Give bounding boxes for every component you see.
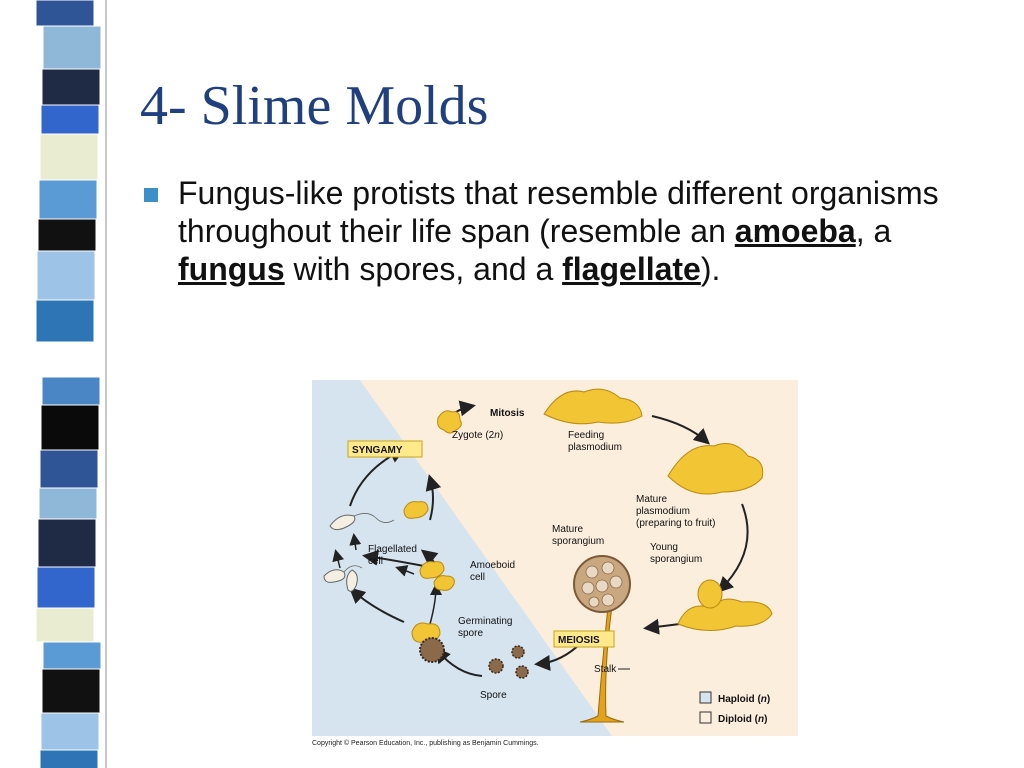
term-flagellate: flagellate <box>562 251 701 287</box>
legend-haploid: Haploid (n) <box>718 694 770 705</box>
term-amoeba: amoeba <box>734 213 856 249</box>
meiosis-box <box>553 630 615 648</box>
sporangium-spores <box>581 561 623 608</box>
label-mature-sporangium-1: Mature <box>552 524 584 535</box>
label-stalk: Stalk <box>594 664 617 675</box>
stripe-block <box>42 641 102 670</box>
stripe-block <box>36 250 96 301</box>
label-flagellated-2: cell <box>368 556 383 567</box>
stripe-block <box>37 518 97 568</box>
stalk-icon <box>579 605 625 723</box>
zygote-icon <box>437 410 462 434</box>
mature-plasmodium-icon <box>667 443 764 495</box>
label-mature-plasmodium-3: (preparing to fruit) <box>636 518 715 529</box>
stripe-block <box>35 0 95 27</box>
label-mitosis: Mitosis <box>490 408 525 419</box>
label-meiosis: MEIOSIS <box>558 635 600 646</box>
label-young-sporangium-1: Young <box>650 542 678 553</box>
feeding-plasmodium-icon <box>543 388 643 425</box>
decorative-stripe <box>0 0 120 768</box>
label-amoeboid-1: Amoeboid <box>470 560 515 571</box>
bullet-sep-2: with spores, and a <box>284 251 563 287</box>
label-spore: Spore <box>480 690 507 701</box>
label-zygote: Zygote (2n) <box>452 430 503 441</box>
stripe-block <box>39 133 99 181</box>
label-young-sporangium-2: sporangium <box>650 554 702 565</box>
bullet-text-start: Fungus-like protists that resemble diffe… <box>178 175 939 249</box>
stripe-block <box>41 68 101 106</box>
label-feeding-1: Feeding <box>568 430 604 441</box>
flagella <box>343 513 395 573</box>
square-bullet-icon <box>144 188 158 202</box>
bullet-text-end: ). <box>700 251 721 287</box>
amoeba-icon-1 <box>403 501 429 519</box>
stripe-block <box>42 25 102 70</box>
amoeba-icon-2 <box>419 561 445 579</box>
flagellated-cell-icons <box>323 514 358 592</box>
stripe-block <box>38 179 98 220</box>
legend-diploid-swatch <box>699 711 712 724</box>
copyright-notice: Copyright © Pearson Education, Inc., pub… <box>312 740 539 747</box>
flagellate-arrows <box>332 533 362 569</box>
spore-icon-3 <box>515 665 529 679</box>
label-germinating-1: Germinating <box>458 616 512 627</box>
bullet-text: Fungus-like protists that resemble diffe… <box>178 174 1000 288</box>
syngamy-box <box>347 440 423 458</box>
stripe-block <box>39 749 99 768</box>
label-feeding-2: plasmodium <box>568 442 622 453</box>
label-amoeboid-2: cell <box>470 572 485 583</box>
slide-title: 4- Slime Molds <box>140 75 489 137</box>
label-mature-plasmodium-1: Mature <box>636 494 668 505</box>
label-germinating-2: spore <box>458 628 483 639</box>
label-mature-sporangium-2: sporangium <box>552 536 604 547</box>
bullet-point: Fungus-like protists that resemble diffe… <box>140 174 1000 288</box>
label-syngamy: SYNGAMY <box>352 445 403 456</box>
slime-mold-life-cycle-diagram: Mitosis Zygote (2n) SYNGAMY Feeding plas… <box>312 380 798 736</box>
label-flagellated-1: Flagellated <box>368 544 417 555</box>
stripe-block <box>35 299 95 343</box>
spore-icon-1 <box>488 658 504 674</box>
amoeboid-cell-icon <box>433 575 455 591</box>
stripe-block <box>41 668 101 714</box>
stripe-block <box>39 449 99 489</box>
legend-haploid-swatch <box>699 691 712 704</box>
young-sporangium-head-icon <box>697 579 723 609</box>
spore-icon-main <box>419 637 445 663</box>
germinate-arrows <box>395 565 442 625</box>
spore-icon-2 <box>511 645 525 659</box>
stripe-block <box>41 376 101 406</box>
stripe-block <box>40 104 100 135</box>
term-fungus: fungus <box>178 251 285 287</box>
haploid-background <box>312 380 612 736</box>
stripe-block <box>42 341 102 378</box>
bullet-sep-1: , a <box>855 213 892 249</box>
stripe-block <box>40 712 100 751</box>
legend-diploid: Diploid (n) <box>718 714 767 725</box>
stripe-block <box>38 487 98 520</box>
stripe-block <box>37 218 97 252</box>
stripe-block <box>35 607 95 643</box>
label-mature-plasmodium-2: plasmodium <box>636 506 690 517</box>
stripe-block <box>40 404 100 451</box>
stripe-block <box>36 566 96 609</box>
